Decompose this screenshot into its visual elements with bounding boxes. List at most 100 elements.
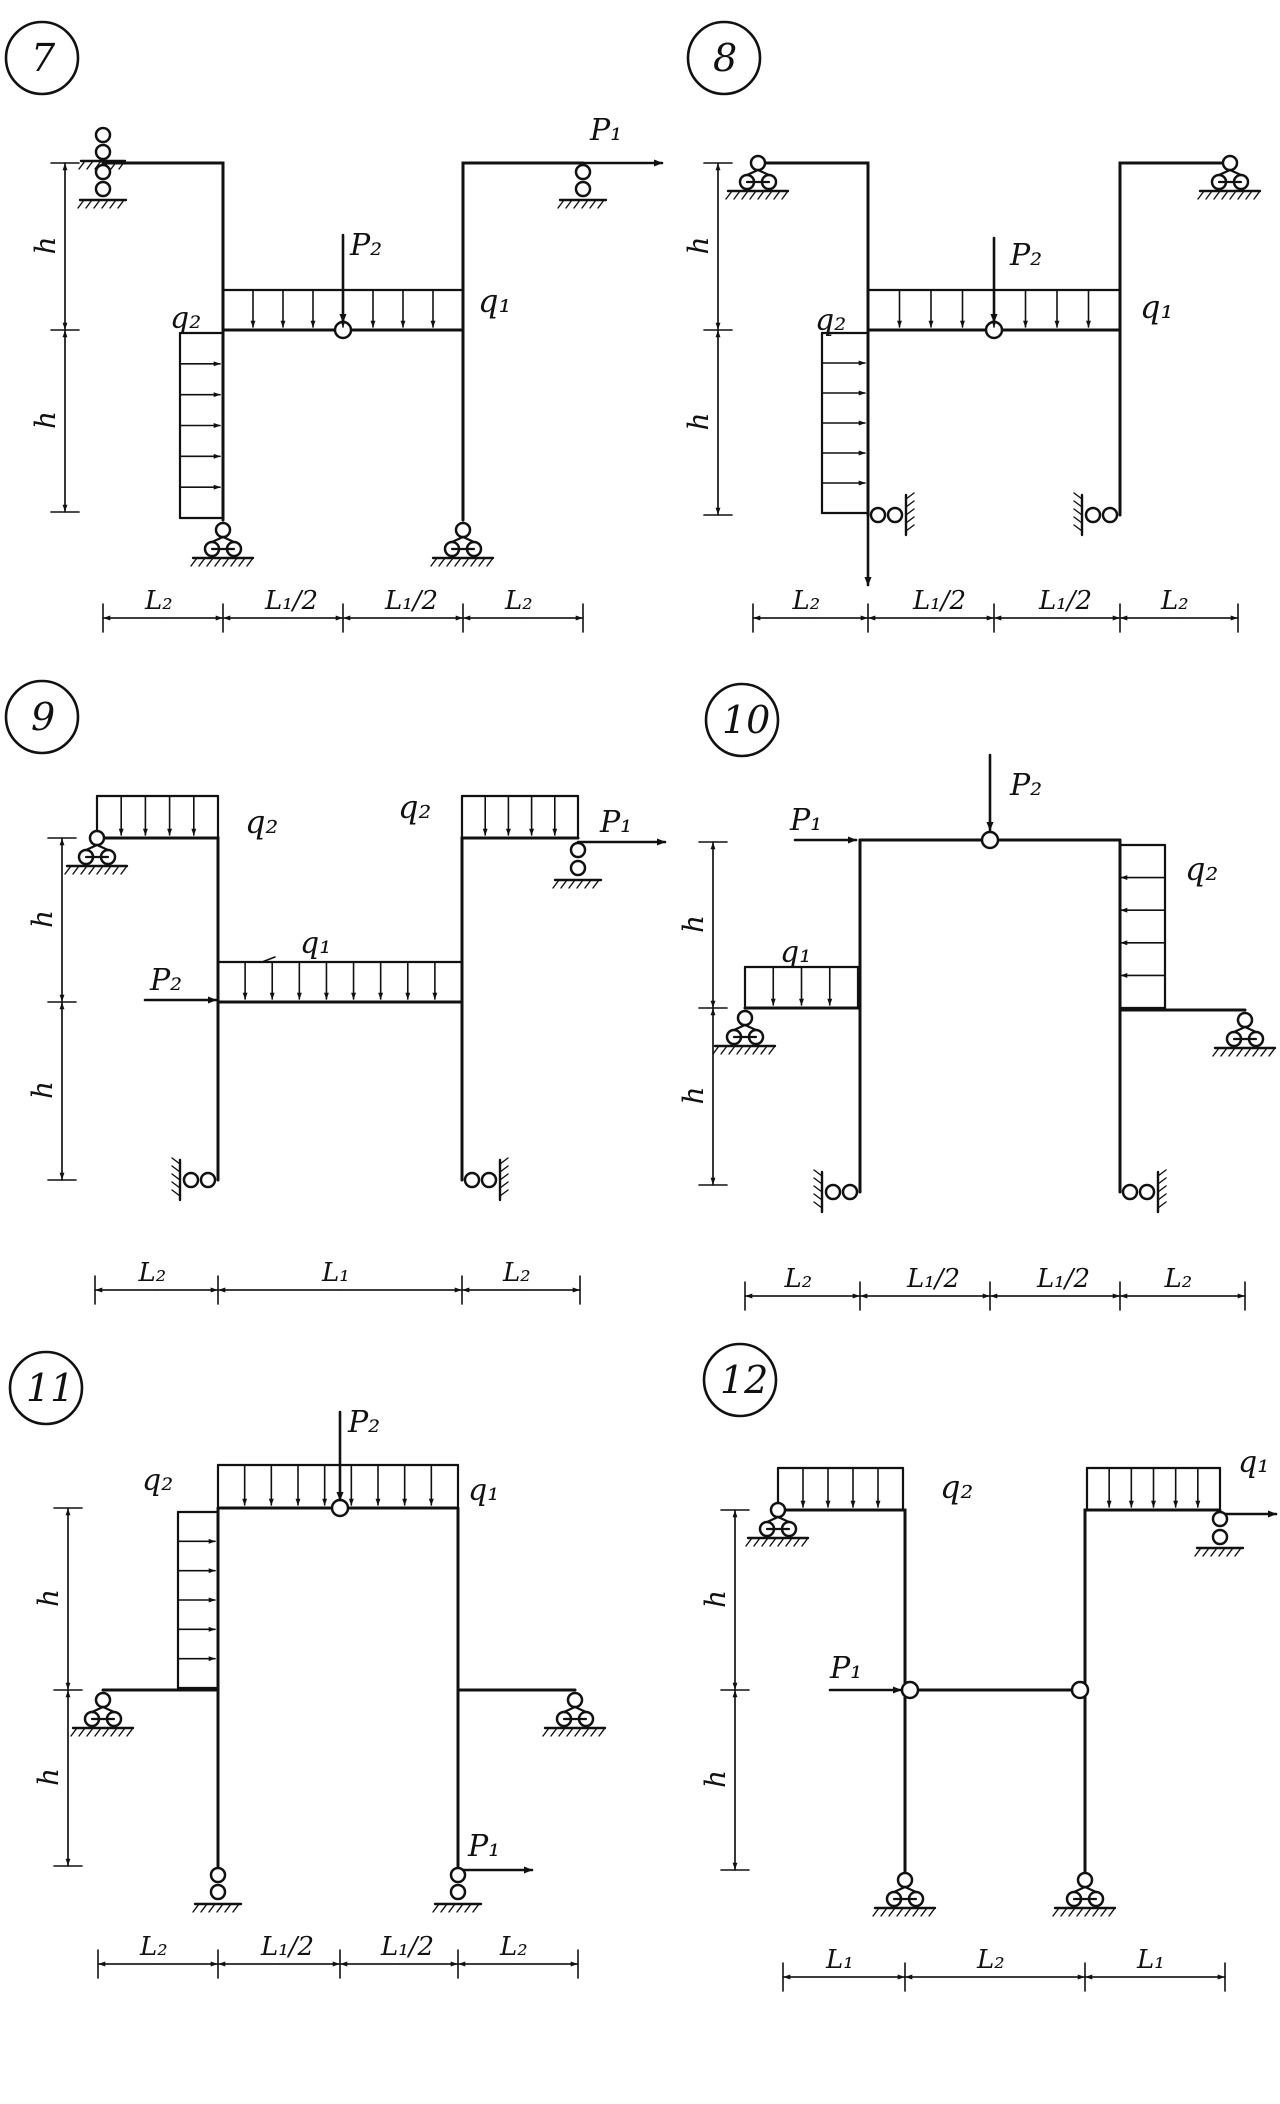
ground-hatch — [94, 1727, 102, 1737]
ground-hatch — [1076, 1907, 1084, 1917]
roller-circle — [1211, 1510, 1229, 1528]
ground-hatch — [448, 1903, 456, 1913]
panel-number-circle — [702, 1342, 778, 1418]
ground-hatch — [486, 557, 494, 567]
panel-number: 8 — [713, 36, 737, 80]
ground-hatch — [888, 1907, 896, 1917]
height-label: h — [699, 1590, 732, 1608]
ground-hatch — [118, 160, 126, 170]
ground-hatch — [872, 1907, 880, 1917]
dimension-label: L₁ — [321, 1258, 350, 1288]
q2-label: q₂ — [142, 1463, 173, 1498]
ground-hatch — [1237, 190, 1245, 200]
ground-hatch — [1268, 1047, 1276, 1057]
ground-hatch — [741, 190, 749, 200]
wall-hatch — [499, 1157, 509, 1165]
frame-member — [756, 161, 870, 517]
wall-hatch — [499, 1165, 509, 1173]
q1-label: q₁ — [780, 935, 811, 970]
dimension-label: L₁/2 — [380, 1932, 434, 1962]
ground-hatch — [565, 199, 573, 209]
roller-circle — [569, 859, 587, 877]
roller-circle — [94, 180, 112, 198]
panel-number-circle — [704, 682, 780, 758]
ground-hatch — [1194, 1547, 1202, 1557]
ground-hatch — [470, 557, 478, 567]
ground-hatch — [78, 1727, 86, 1737]
ground-hatch — [568, 879, 576, 889]
ground-hatch — [566, 1727, 574, 1737]
dimension-label: L₂ — [1164, 1264, 1193, 1294]
ground-hatch — [1260, 1047, 1268, 1057]
q1-label: q₁ — [1140, 288, 1173, 326]
dimension-label: L₁ — [825, 1945, 854, 1975]
roller-circle — [449, 1866, 467, 1884]
ground-hatch — [216, 1903, 224, 1913]
ground-hatch — [768, 1045, 776, 1055]
wall-hatch — [1073, 524, 1083, 532]
ground-hatch — [1210, 1547, 1218, 1557]
P2-label: P₂ — [1009, 238, 1042, 273]
ground-hatch — [478, 557, 486, 567]
ground-hatch — [192, 1903, 200, 1913]
panel-number: 12 — [720, 1358, 768, 1402]
ground-hatch — [557, 199, 565, 209]
ground-hatch — [246, 557, 254, 567]
ground-hatch — [64, 865, 72, 875]
wall-hatch — [905, 500, 915, 508]
ground-hatch — [1212, 1047, 1220, 1057]
top-left-pin-circle — [88, 829, 106, 847]
P1-label: P₁ — [829, 1651, 862, 1686]
left-base-horizontal-circle — [886, 506, 904, 524]
ground-hatch — [462, 557, 470, 567]
right-hinge — [1070, 1680, 1090, 1700]
frame-member — [776, 1508, 907, 1882]
ground-hatch — [85, 199, 93, 209]
ground-hatch — [1108, 1907, 1116, 1917]
q2-label: q₂ — [940, 1468, 973, 1506]
ground-hatch — [712, 1045, 720, 1055]
height-label: h — [32, 1768, 65, 1786]
ground-hatch — [753, 1537, 761, 1547]
top-left-pin-link — [756, 168, 771, 177]
ground-hatch — [118, 1727, 126, 1737]
ground-hatch — [920, 1907, 928, 1917]
ground-hatch — [1234, 1547, 1242, 1557]
wall-hatch — [499, 1181, 509, 1189]
ground-hatch — [432, 1903, 440, 1913]
ground-hatch — [110, 1727, 118, 1737]
ground-hatch — [1245, 190, 1253, 200]
P1-label: P₁ — [467, 1829, 500, 1864]
ground-hatch — [590, 1727, 598, 1737]
dimension-label: L₂ — [1160, 586, 1189, 616]
wall-hatch — [905, 492, 915, 500]
right-arm-pin-link — [1232, 1025, 1247, 1034]
ground-hatch — [77, 199, 85, 209]
ground-hatch — [1236, 1047, 1244, 1057]
top-left-roller-circle — [94, 143, 112, 161]
ground-hatch — [190, 557, 198, 567]
ground-hatch — [744, 1045, 752, 1055]
left-arm-pin-circle — [94, 1691, 112, 1709]
right-arm-pin-link — [1243, 1025, 1258, 1034]
left-base-pin-circle — [214, 521, 232, 539]
q2-label: q₂ — [170, 301, 201, 336]
roller-circle — [574, 180, 592, 198]
q2-label: q₂ — [398, 788, 431, 826]
ground-hatch — [1084, 1907, 1092, 1917]
ground-hatch — [222, 557, 230, 567]
left-base-horizontal-circle — [199, 1171, 217, 1189]
ground-hatch — [736, 1045, 744, 1055]
wall-hatch — [1157, 1169, 1167, 1177]
ground-hatch — [72, 865, 80, 875]
dimension-label: L₁/2 — [384, 586, 438, 616]
ground-hatch — [1100, 1907, 1108, 1917]
dimension-label: L₂ — [504, 586, 533, 616]
q2-label: q₂ — [1185, 850, 1218, 888]
left-hinge — [900, 1680, 920, 1700]
ground-hatch — [745, 1537, 753, 1547]
ground-hatch — [781, 190, 789, 200]
height-label: h — [682, 412, 715, 430]
top-left-roller-circle — [94, 126, 112, 144]
dimension-label: L₁ — [1136, 1945, 1165, 1975]
